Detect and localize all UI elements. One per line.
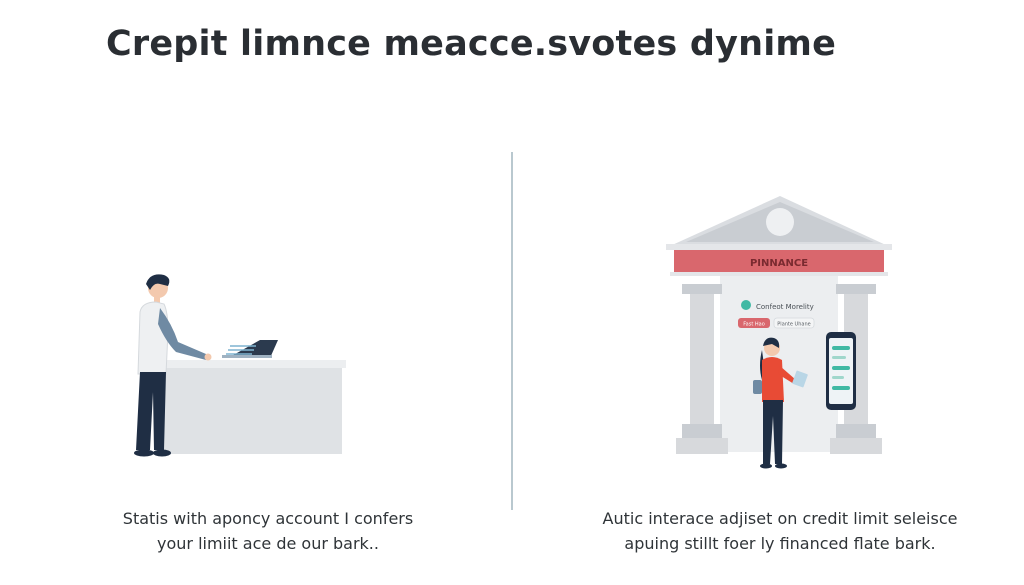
person-figure bbox=[134, 274, 212, 457]
left-caption-line-1: Statis with aponcy account I confers bbox=[122, 509, 414, 528]
person-at-desk-illustration bbox=[120, 262, 360, 467]
center-divider bbox=[511, 152, 513, 510]
bank-sign-band bbox=[674, 250, 884, 272]
bank-sign-text: PINNANCE bbox=[750, 258, 808, 269]
right-caption: Autic interace adjiset on credit limit s… bbox=[570, 506, 990, 556]
left-caption: Statis with aponcy account I confers you… bbox=[58, 506, 478, 556]
svg-text:Confeot Morelity: Confeot Morelity bbox=[756, 303, 814, 311]
laptop-icon bbox=[222, 340, 278, 358]
app-logo-icon bbox=[741, 300, 751, 310]
page-title: Crepit limnce meacce.svotes dynime bbox=[106, 24, 837, 64]
left-column bbox=[676, 284, 728, 454]
svg-text:Fast Hao: Fast Hao bbox=[743, 322, 765, 328]
right-caption-line-1: Autic interace adjiset on credit limit s… bbox=[602, 509, 958, 528]
screen-button-secondary bbox=[773, 317, 815, 329]
left-caption-line-2: your limiit ace de our bark.. bbox=[157, 534, 379, 553]
bag-icon bbox=[753, 380, 762, 394]
svg-text:Plante Uhane: Plante Uhane bbox=[777, 322, 810, 328]
document-icon bbox=[792, 370, 808, 388]
desk-body bbox=[164, 368, 342, 454]
app-screen-card: Confeot Morelity Fast Hao Plante Uhane bbox=[738, 300, 815, 329]
bank-building-illustration: PINNANCE Confeot Morelity Fast Hao Plant… bbox=[662, 190, 898, 475]
right-caption-line-2: apuing stillt foer ly financed flate bar… bbox=[624, 534, 936, 553]
screen-button-primary bbox=[738, 318, 770, 328]
pediment-medallion bbox=[766, 208, 794, 236]
smartphone-icon bbox=[826, 332, 856, 410]
desk-top bbox=[160, 360, 346, 368]
customer-figure bbox=[753, 337, 808, 469]
